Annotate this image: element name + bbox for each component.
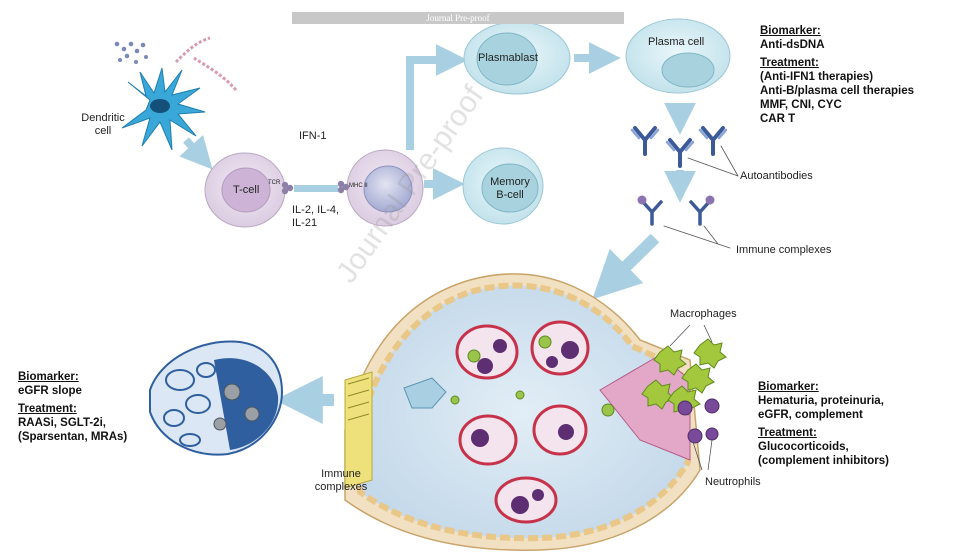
- plasmablast-label: Plasmablast: [478, 52, 538, 64]
- journal-banner: Journal Pre-proof: [292, 12, 624, 24]
- b-cell: [337, 149, 424, 227]
- plasmablast: [463, 21, 571, 95]
- top-right-panel: Biomarker: Anti-dsDNA Treatment: (Anti-I…: [760, 24, 914, 126]
- t-cell: [204, 152, 294, 228]
- treatment-item: CAR T: [760, 113, 796, 125]
- neutrophils: [677, 398, 720, 444]
- macrophages: [641, 338, 727, 416]
- fibrotic-kidney-section: [149, 340, 284, 456]
- plasma-cell: [625, 18, 731, 94]
- mhc-label: MHC II: [349, 183, 368, 189]
- biomarker-heading: Biomarker:: [18, 371, 79, 383]
- treatment-item: (complement inhibitors): [758, 455, 889, 467]
- left-panel: Biomarker: eGFR slope Treatment: RAASi, …: [18, 370, 127, 444]
- bottom-right-panel: Biomarker: Hematuria, proteinuria, eGFR,…: [758, 380, 889, 468]
- biomarker-value: Hematuria, proteinuria,: [758, 395, 884, 407]
- biomarker-value: Anti-dsDNA: [760, 39, 825, 51]
- treatment-item: MMF, CNI, CYC: [760, 99, 842, 111]
- biomarker-value: eGFR slope: [18, 385, 82, 397]
- biomarker-value: eGFR, complement: [758, 409, 863, 421]
- immune-complexes-top-label: Immune complexes: [736, 244, 832, 256]
- plasma-cell-label: Plasma cell: [648, 36, 705, 48]
- autoantibodies: [630, 126, 739, 177]
- treatment-item: Glucocorticoids,: [758, 441, 849, 453]
- immune-complexes-top: [637, 195, 731, 249]
- arrow-to-kidney: [592, 233, 660, 300]
- biomarker-heading: Biomarker:: [760, 25, 821, 37]
- treatment-item: RAASi, SGLT-2i,: [18, 417, 106, 429]
- autoantibodies-label: Autoantibodies: [740, 170, 813, 182]
- ifn-label: IFN-1: [299, 130, 327, 142]
- biomarker-heading: Biomarker:: [758, 381, 819, 393]
- neutrophil-pointer: [692, 439, 713, 471]
- macrophages-label: Macrophages: [670, 308, 737, 320]
- treatment-heading: Treatment:: [18, 403, 77, 415]
- tcr-label: TCR: [268, 180, 281, 186]
- treatment-item: (Anti-IFN1 therapies): [760, 71, 874, 83]
- neutrophils-label: Neutrophils: [705, 476, 761, 488]
- arrow-bcell-to-plasmablast: [406, 44, 468, 150]
- memory-b-cell: [462, 147, 544, 225]
- interleukins-label: IL-2, IL-4,IL-21: [292, 204, 340, 229]
- treatment-item: Anti-B/plasma cell therapies: [760, 85, 915, 97]
- arrow-dendritic-to-tcell: [179, 135, 213, 170]
- treatment-heading: Treatment:: [760, 57, 819, 69]
- treatment-item: (Sparsentan, MRAs): [18, 431, 128, 443]
- glomerulus-illustration: [344, 273, 701, 551]
- macrophage-pointer: [669, 324, 713, 347]
- dendritic-cell: [114, 36, 238, 151]
- tcr-mhc-link: [294, 185, 338, 192]
- t-cell-label: T-cell: [233, 184, 260, 196]
- treatment-heading: Treatment:: [758, 427, 817, 439]
